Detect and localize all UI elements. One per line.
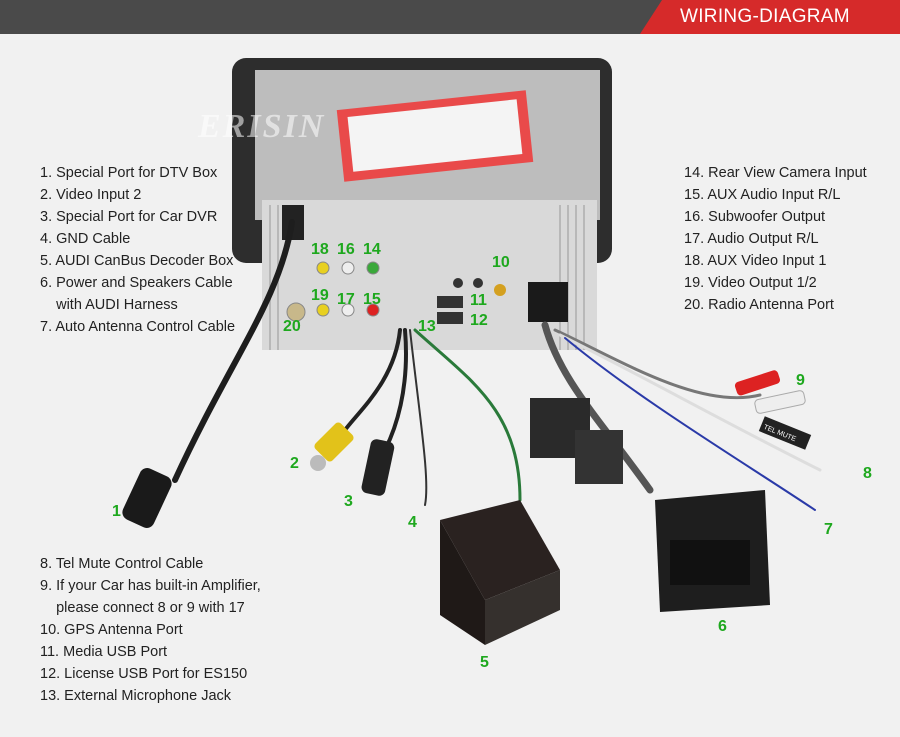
legend-item: 5. AUDI CanBus Decoder Box — [40, 253, 234, 269]
legend-item: 14. Rear View Camera Input — [684, 165, 867, 181]
legend-item: 1. Special Port for DTV Box — [40, 165, 218, 181]
legend-item: 6. Power and Speakers Cable — [40, 275, 233, 291]
legend-item: 16. Subwoofer Output — [684, 209, 826, 225]
legend-item: 17. Audio Output R/L — [684, 231, 819, 247]
callout-7: 7 — [824, 521, 833, 538]
callout-9: 9 — [796, 372, 805, 389]
decoder-box — [440, 500, 560, 645]
tel-mute-tag: TEL MUTE — [758, 416, 812, 450]
callout-15: 15 — [363, 291, 381, 308]
callout-10: 10 — [492, 254, 510, 271]
rca-jacks — [316, 261, 380, 317]
title-badge: WIRING-DIAGRAM — [640, 0, 900, 34]
legend-item: please connect 8 or 9 with 17 — [40, 600, 245, 616]
iso-plug — [575, 430, 623, 484]
video-input-rca — [310, 422, 354, 471]
callout-17: 17 — [337, 291, 355, 308]
legend-item: 9. If your Car has built-in Amplifier, — [40, 578, 261, 594]
legend-item: 7. Auto Antenna Control Cable — [40, 319, 236, 335]
legend-item: 2. Video Input 2 — [40, 187, 142, 203]
brand-watermark: ERISIN — [198, 108, 326, 145]
callout-16: 16 — [337, 241, 355, 258]
legend-item: 8. Tel Mute Control Cable — [40, 556, 204, 572]
legend-item: 11. Media USB Port — [40, 644, 168, 660]
head-unit — [232, 58, 612, 350]
power-harness — [655, 490, 770, 612]
legend-item: 20. Radio Antenna Port — [684, 297, 834, 313]
callout-2: 2 — [290, 455, 299, 472]
legend-item: 3. Special Port for Car DVR — [40, 209, 218, 225]
legend-item: 13. External Microphone Jack — [40, 688, 232, 704]
callout-20: 20 — [283, 318, 301, 335]
dtv-connector — [122, 468, 172, 528]
legend-item: 19. Video Output 1/2 — [684, 275, 817, 291]
page-title: WIRING-DIAGRAM — [680, 6, 850, 27]
callout-11: 11 — [470, 292, 487, 309]
legend-item: 4. GND Cable — [40, 231, 131, 247]
callout-4: 4 — [408, 514, 417, 531]
callout-8: 8 — [863, 465, 872, 482]
legend-item: 15. AUX Audio Input R/L — [684, 187, 841, 203]
callout-18: 18 — [311, 241, 329, 258]
callout-13: 13 — [418, 318, 436, 335]
callout-3: 3 — [344, 493, 353, 510]
legend-left-top: 1. Special Port for DTV Box 2. Video Inp… — [40, 162, 235, 338]
amplifier-rca — [734, 370, 806, 414]
legend-item: 18. AUX Video Input 1 — [684, 253, 827, 269]
legend-item: 10. GPS Antenna Port — [40, 622, 183, 638]
callout-14: 14 — [363, 241, 381, 258]
legend-item: 12. License USB Port for ES150 — [40, 666, 248, 682]
legend-item: with AUDI Harness — [40, 297, 178, 313]
legend-right-top: 14. Rear View Camera Input 15. AUX Audio… — [684, 162, 867, 316]
callout-19: 19 — [311, 287, 329, 304]
callout-1: 1 — [112, 503, 121, 520]
callout-6: 6 — [718, 618, 727, 635]
dvr-connector — [361, 439, 395, 496]
legend-left-bottom: 8. Tel Mute Control Cable 9. If your Car… — [40, 553, 261, 707]
callout-5: 5 — [480, 654, 489, 671]
callout-12: 12 — [470, 312, 488, 329]
